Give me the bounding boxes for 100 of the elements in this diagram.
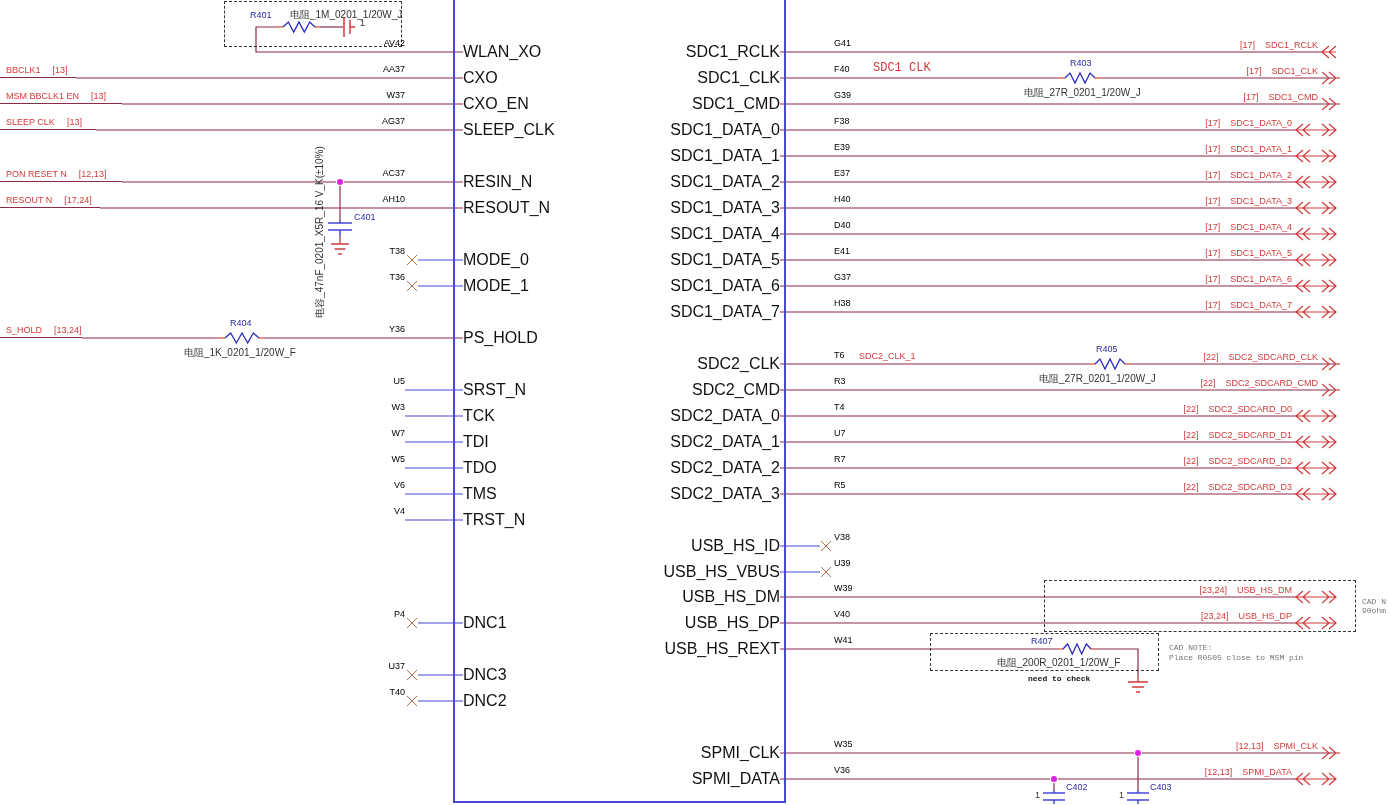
pin-number: T36 [389,272,405,283]
net-name: SDC2_SDCARD_D2 [1208,456,1292,467]
resistor-symbol [1090,358,1130,370]
no-connect-mark [820,566,832,578]
wire [1137,756,1139,791]
pin-name: SDC2_CMD [692,380,780,400]
note-text: need to check [1028,674,1091,684]
wire [343,181,464,183]
page-reference: [17] [1205,118,1221,129]
pin-name: SDC1_CMD [692,94,780,114]
net-label-wire [0,65,76,78]
page-reference: [13] [66,117,82,128]
pin-name: PS_HOLD [463,328,538,348]
wire [339,185,341,221]
page-reference: [23,24] [1200,611,1229,622]
resistor-symbol [220,332,264,344]
pin-number: T4 [834,402,845,413]
wire [404,389,464,391]
wire [404,415,464,417]
pin-number: AH10 [382,194,405,205]
wire [779,596,1297,598]
bidirectional-port-symbol [1296,590,1336,604]
pin-number: W7 [391,428,405,442]
pin-number: G41 [834,38,851,49]
note-text: 90ohm [1362,606,1386,616]
wire [779,493,1297,495]
page-reference: [13] [52,65,68,76]
pin-name: SDC1_RCLK [685,42,780,62]
wire [417,622,464,624]
bidirectional-port-symbol [1296,201,1336,215]
bidirectional-port-symbol [1296,253,1336,267]
page-reference: [13] [91,91,107,102]
wire [417,259,464,261]
wire [121,181,337,183]
pin-number: G39 [834,90,851,101]
pin-name: SDC1_DATA_4 [670,224,780,244]
pin-name: SRST_N [463,380,527,400]
pin-number: V40 [834,609,850,620]
pin-number: W37 [386,90,405,101]
pin-name: TDO [463,458,497,478]
reference-designator: R401 [250,10,272,21]
pin-number: R3 [834,376,846,387]
wire [404,519,464,521]
page-reference: [17] [1243,92,1259,103]
net-name: SDC2_SDCARD_D0 [1208,404,1292,415]
net-name: SDC1_DATA_2 [1230,170,1292,181]
pin-number: P4 [394,609,405,620]
reference-designator: C403 [1150,782,1172,793]
page-reference: [22] [1183,430,1199,441]
capacitor-symbol [1043,790,1065,804]
pin-number: AC37 [382,168,405,179]
pin-number: U37 [388,661,405,672]
pin-number: R7 [834,454,846,465]
net-name: BBCLK1 [6,65,41,76]
input-port-symbol [1322,45,1336,59]
pin-name: SDC1_DATA_7 [670,302,780,322]
wire [779,545,821,547]
net-name: USB_HS_DM [1237,585,1292,596]
chip-outline [453,0,786,803]
page-reference: [17] [1205,274,1221,285]
net-name: S_HOLD [6,325,42,336]
net-name: SDC2_SDCARD_D3 [1208,482,1292,493]
pin-name: MODE_1 [463,276,529,296]
pin-name: TMS [463,484,497,504]
reference-designator: C402 [1066,782,1088,793]
pin-name: SDC1_DATA_5 [670,250,780,270]
note-text: CAD NOTE: [1169,643,1213,653]
net-name: SDC1_CLK [1271,66,1318,77]
pin-number: AG37 [382,116,405,127]
wire [779,622,1297,624]
ground-symbol [1128,678,1148,694]
page-reference: [12,13] [1204,767,1233,778]
no-connect-mark [406,280,418,292]
pin-name: USB_HS_DM [682,587,780,607]
net-name: SDC1_DATA_0 [1230,118,1292,129]
component-value: 电阻_1M_0201_1/20W_J [290,9,403,20]
net-name: USB_HS_DP [1238,611,1292,622]
net-name: SDC2_SDCARD_CMD [1225,378,1318,389]
no-connect-mark [406,695,418,707]
bidirectional-port-symbol [1296,772,1336,786]
pin-name: SDC1_DATA_1 [670,146,780,166]
net-name: RESOUT N [6,195,53,206]
net-name: SDC1_DATA_3 [1230,196,1292,207]
wire [404,493,464,495]
page-reference: [22] [1183,456,1199,467]
note-text: CAD N [1362,597,1386,607]
wire [779,752,1135,754]
pin-number: Y36 [389,324,405,335]
wire [779,129,1297,131]
bidirectional-port-symbol [1296,409,1336,423]
pin-number: V38 [834,532,850,543]
pin-number: AA37 [382,64,405,75]
pin-name: SDC1_DATA_2 [670,172,780,192]
reference-designator: R407 [1031,636,1053,647]
pin-name: USB_HS_REXT [664,639,780,659]
net-name: SPMI_DATA [1242,767,1292,778]
bidirectional-port-symbol [1296,616,1336,630]
pin-number: R5 [834,480,846,491]
reference-designator: R403 [1070,58,1092,69]
pin-name: SPMI_CLK [700,743,780,763]
